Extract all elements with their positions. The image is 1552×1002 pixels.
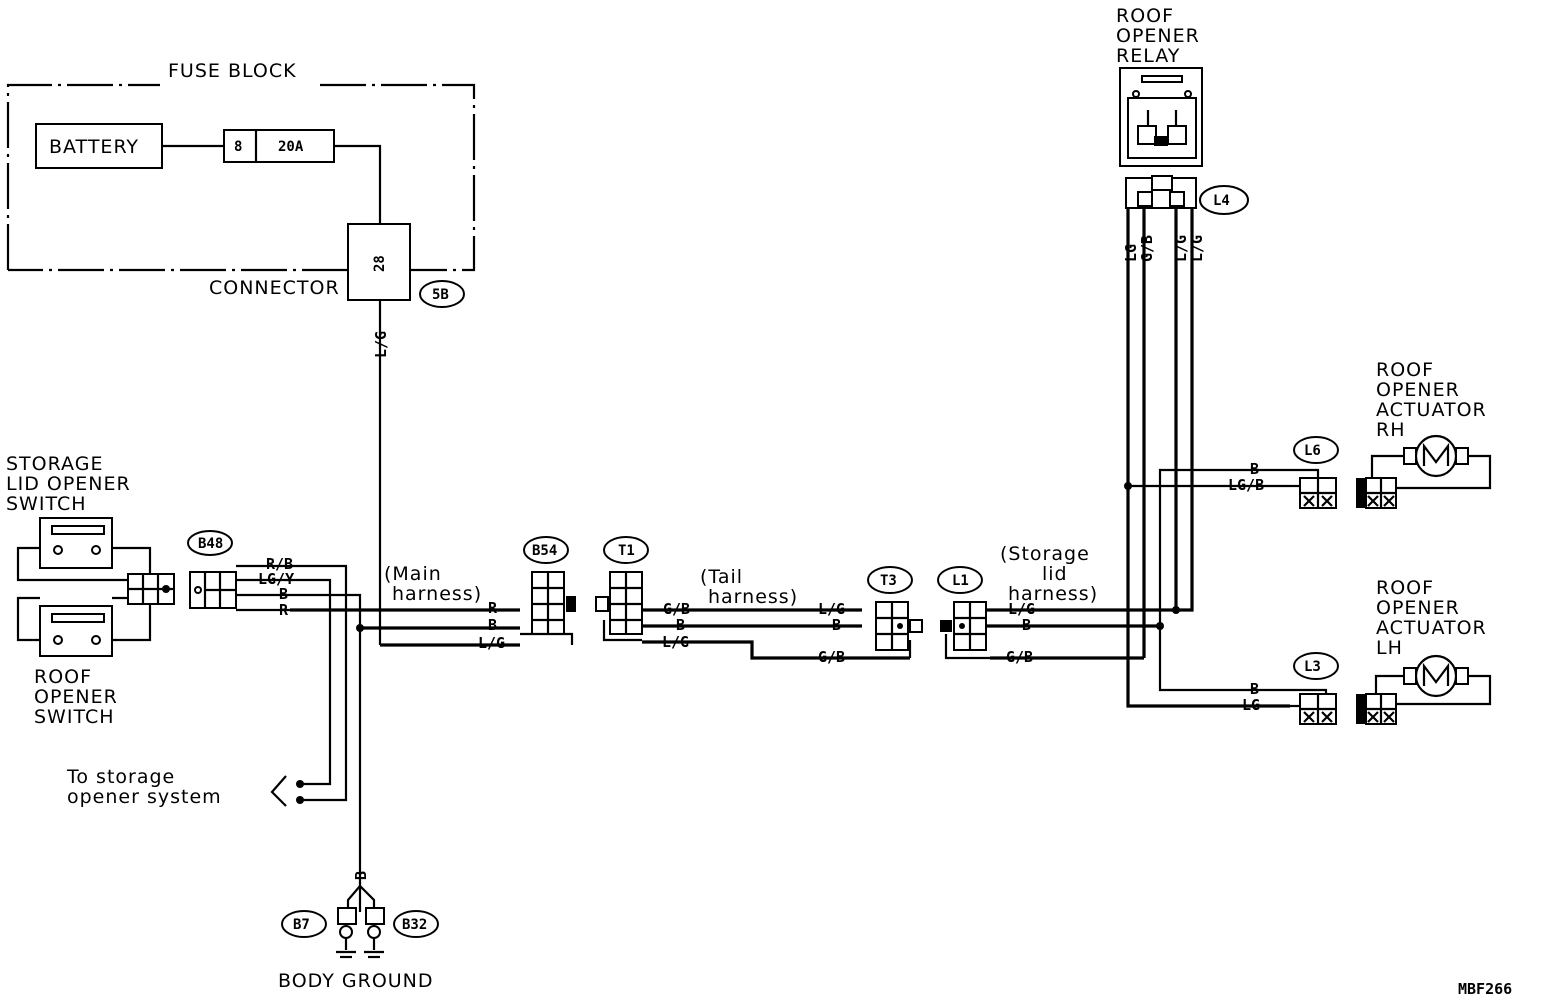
svg-text:L1: L1	[952, 573, 969, 589]
connector-t1: T1	[595, 536, 649, 635]
harness-storage-1: (Storage	[1000, 543, 1090, 565]
harness-tail-1: (Tail	[700, 566, 743, 588]
figure-code: MBF266	[1458, 980, 1512, 998]
svg-text:L/G: L/G	[1008, 600, 1035, 618]
svg-text:L3: L3	[1304, 659, 1321, 675]
svg-text:G/B: G/B	[663, 600, 690, 618]
svg-text:OPENER: OPENER	[1376, 379, 1460, 401]
roof-opener-switch: ROOF OPENER SWITCH	[34, 605, 118, 728]
svg-text:ROOF: ROOF	[1376, 577, 1434, 599]
svg-text:OPENER: OPENER	[1376, 597, 1460, 619]
svg-text:SWITCH: SWITCH	[6, 493, 87, 515]
battery-label: BATTERY	[49, 136, 139, 158]
svg-text:B: B	[279, 585, 288, 603]
svg-text:LG: LG	[1242, 696, 1260, 714]
storage-system-text-1: To storage	[66, 766, 175, 788]
harness-storage-2: lid	[1042, 563, 1068, 585]
svg-text:OPENER: OPENER	[34, 686, 118, 708]
fuse-number: 8	[234, 139, 242, 155]
svg-text:T3: T3	[880, 573, 897, 589]
svg-text:RH: RH	[1376, 419, 1406, 441]
svg-text:L/G: L/G	[478, 634, 505, 652]
fuse-20a	[223, 129, 335, 163]
svg-text:B: B	[352, 871, 370, 880]
svg-text:ROOF: ROOF	[1116, 5, 1174, 27]
svg-text:ROOF: ROOF	[34, 666, 92, 688]
harness-tail-2: harness)	[708, 586, 798, 608]
svg-text:L/G: L/G	[818, 600, 845, 618]
svg-text:B: B	[1250, 680, 1259, 698]
wire-fuse-out-label: L/G	[372, 331, 390, 358]
connector-5b-id: 5B	[432, 287, 449, 303]
svg-text:LG/Y: LG/Y	[258, 570, 294, 588]
body-ground: B B7 B32 BODY GROUND	[278, 871, 439, 992]
svg-text:B: B	[832, 616, 841, 634]
svg-text:G/B: G/B	[1138, 235, 1156, 262]
fuse-block-connector	[347, 223, 411, 301]
battery-box	[35, 123, 163, 169]
svg-text:RELAY: RELAY	[1116, 45, 1180, 67]
roof-opener-actuator-lh: ROOF OPENER ACTUATOR LH L3 B LG	[1242, 577, 1492, 725]
svg-text:B: B	[488, 616, 497, 634]
svg-text:ROOF: ROOF	[1376, 359, 1434, 381]
svg-text:B54: B54	[532, 543, 557, 559]
harness-main-1: (Main	[384, 563, 442, 585]
svg-text:LG/B: LG/B	[1228, 476, 1264, 494]
storage-system-text-2: opener system	[67, 786, 222, 808]
svg-text:G/B: G/B	[1006, 648, 1033, 666]
svg-text:LID OPENER: LID OPENER	[6, 473, 131, 495]
connector-5b-badge	[419, 280, 465, 308]
svg-text:R: R	[488, 599, 498, 617]
svg-text:B7: B7	[293, 917, 310, 933]
svg-text:L6: L6	[1304, 443, 1321, 459]
svg-text:T1: T1	[618, 543, 635, 559]
storage-lid-opener-switch: STORAGE LID OPENER SWITCH	[6, 453, 131, 569]
svg-text:B32: B32	[402, 917, 427, 933]
svg-text:R: R	[279, 601, 289, 619]
svg-text:ACTUATOR: ACTUATOR	[1376, 617, 1487, 639]
svg-text:B48: B48	[198, 536, 223, 552]
fuse-rating: 20A	[278, 139, 304, 155]
svg-text:B: B	[1250, 460, 1259, 478]
svg-text:STORAGE: STORAGE	[6, 453, 103, 475]
fuse-block: FUSE BLOCK BATTERY 8 20A 28 CONNECTOR 5B	[6, 60, 476, 308]
svg-text:R/B: R/B	[266, 555, 293, 573]
svg-text:B: B	[1022, 616, 1031, 634]
roof-opener-relay: ROOF OPENER RELAY L4	[1116, 5, 1249, 215]
svg-text:G/B: G/B	[818, 648, 845, 666]
fuse-block-title: FUSE BLOCK	[168, 60, 297, 82]
svg-text:SWITCH: SWITCH	[34, 706, 115, 728]
connector-pin-28: 28	[372, 255, 388, 272]
harness-storage-3: harness)	[1008, 583, 1098, 605]
harness-main-2: harness)	[392, 583, 482, 605]
connector-b54: B54	[523, 536, 576, 635]
roof-opener-actuator-rh: ROOF OPENER ACTUATOR RH L6 B LG/B	[1228, 359, 1492, 509]
svg-text:L4: L4	[1213, 193, 1230, 209]
connector-label: CONNECTOR	[209, 277, 340, 299]
svg-text:ACTUATOR: ACTUATOR	[1376, 399, 1487, 421]
svg-text:BODY GROUND: BODY GROUND	[278, 970, 434, 992]
svg-text:LH: LH	[1376, 637, 1403, 659]
svg-text:B: B	[676, 616, 685, 634]
connector-t3: T3	[867, 566, 923, 651]
svg-text:L/G: L/G	[662, 633, 689, 651]
svg-text:OPENER: OPENER	[1116, 25, 1200, 47]
connector-b48: B48	[187, 530, 237, 609]
connector-l1: L1	[937, 566, 987, 651]
